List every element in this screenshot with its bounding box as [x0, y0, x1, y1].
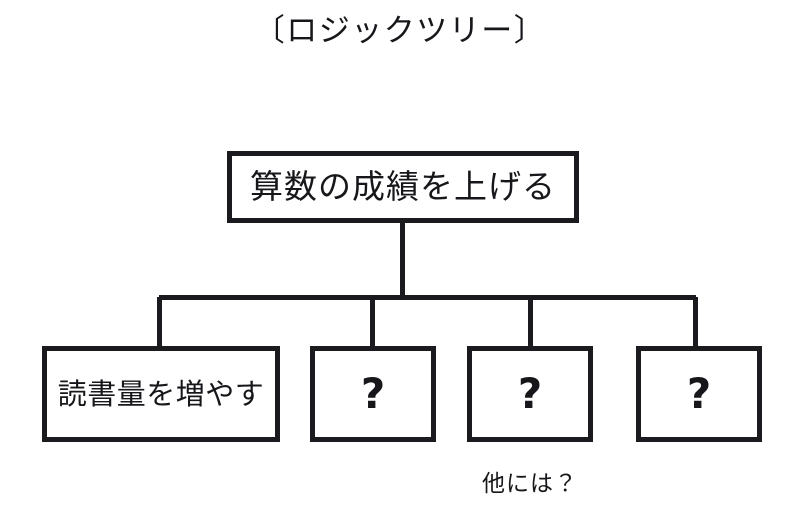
tree-node-child-3[interactable]: ?	[467, 346, 593, 442]
tree-node-root-label: 算数の成績を上げる	[250, 167, 556, 206]
tree-node-child-1[interactable]: 読書量を増やす	[42, 346, 280, 442]
tree-node-child-1-label: 読書量を増やす	[57, 376, 265, 411]
tree-node-child-2[interactable]: ?	[310, 346, 436, 442]
page-title: 〔ロジックツリー〕	[253, 13, 547, 49]
question-mark-icon: ?	[686, 369, 712, 418]
tree-node-child-4[interactable]: ?	[636, 346, 762, 442]
tree-node-root[interactable]: 算数の成績を上げる	[227, 151, 579, 223]
annotation-other: 他には？	[482, 471, 578, 497]
question-mark-icon: ?	[517, 369, 543, 418]
question-mark-icon: ?	[360, 369, 386, 418]
